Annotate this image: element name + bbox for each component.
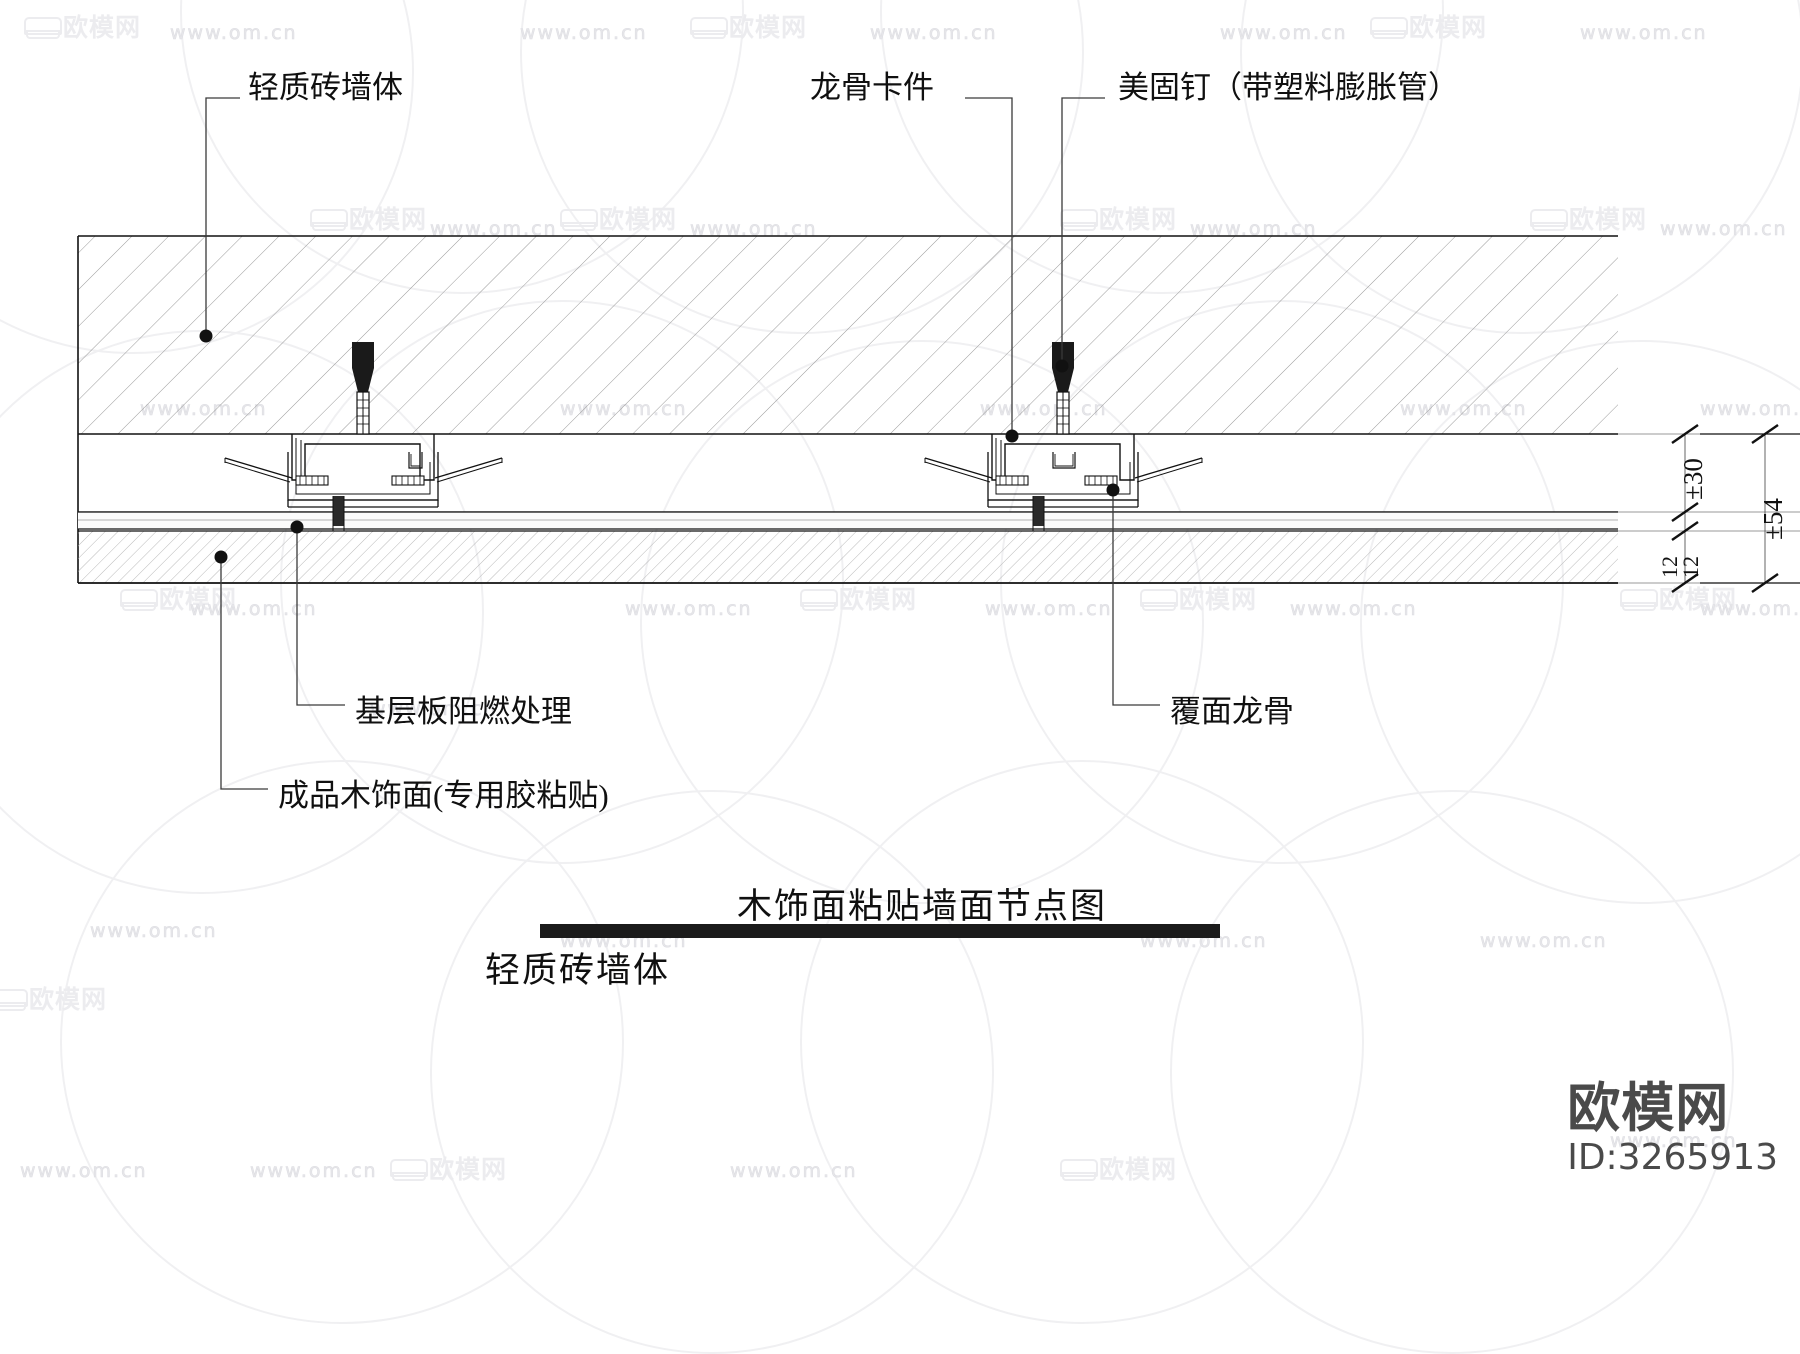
callout-label-base-board: 基层板阻燃处理 — [355, 694, 572, 729]
leader-lines — [199, 97, 1160, 790]
substrate-board — [78, 511, 1618, 530]
left-furring-keel — [224, 452, 503, 508]
brand-asset-id: ID:3265913 — [1567, 1136, 1778, 1178]
callout-label-anchor-screw: 美固钉（带塑料膨胀管） — [1118, 70, 1459, 105]
left-keel-clip — [291, 434, 435, 481]
dimension-30: ±30 — [1678, 458, 1708, 500]
site-brand: 欧模网 ID:3265913 — [1567, 1081, 1778, 1178]
callout-label-wood-veneer: 成品木饰面(专用胶粘贴) — [278, 778, 609, 813]
callout-label-furring-keel: 覆面龙骨 — [1170, 694, 1294, 729]
left-joint-strip — [332, 496, 345, 531]
drawing-title: 木饰面粘贴墙面节点图 — [737, 887, 1108, 926]
callout-label-wall: 轻质砖墙体 — [248, 70, 403, 105]
left-anchor-screw — [352, 342, 374, 435]
right-keel-assembly — [924, 342, 1203, 531]
right-screw-a — [995, 475, 1029, 486]
dimension-12-b: 12 — [1678, 556, 1703, 578]
cad-geometry — [77, 97, 1800, 790]
left-screw-b — [391, 475, 425, 486]
wood-veneer-panel — [78, 530, 1618, 584]
drawing-subtitle: 轻质砖墙体 — [485, 951, 671, 990]
right-joint-strip — [1032, 496, 1045, 531]
brand-name: 欧模网 — [1567, 1077, 1730, 1139]
callout-label-keel-clip: 龙骨卡件 — [810, 70, 934, 105]
title-underline-bar — [540, 924, 1220, 938]
left-keel-assembly — [224, 342, 503, 531]
dimension-lines — [1618, 424, 1800, 593]
right-furring-keel — [924, 452, 1203, 508]
dimension-54: ±54 — [1758, 498, 1788, 540]
left-screw-a — [295, 475, 329, 486]
